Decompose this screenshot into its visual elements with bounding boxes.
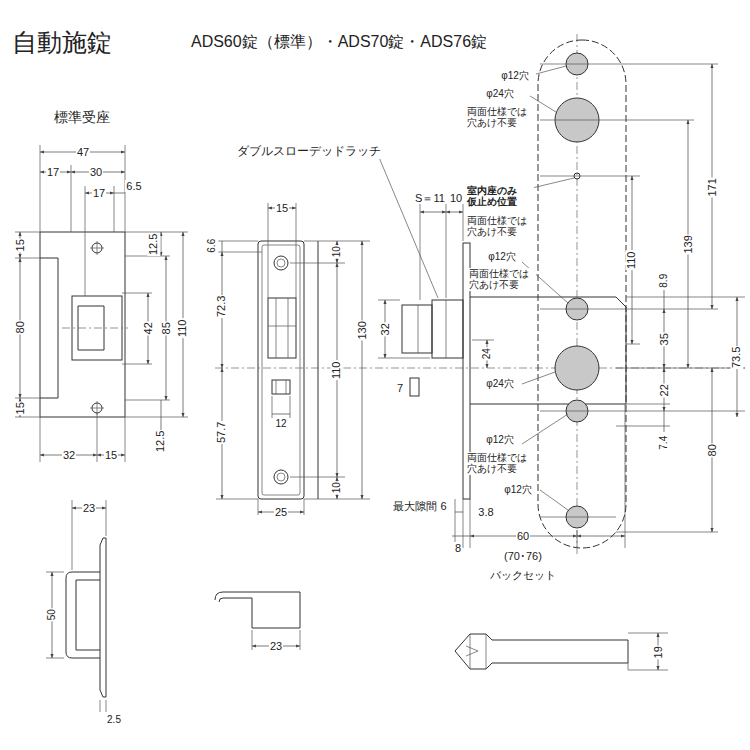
- dimension-value: 7.4: [658, 435, 670, 451]
- hole-note: φ12穴: [485, 434, 515, 446]
- dimension-value: 42: [142, 321, 155, 335]
- hole-note: φ24穴: [485, 88, 515, 100]
- dimension-value: 80: [706, 443, 719, 457]
- hole-note: 両面仕様では 穴あけ不要: [468, 268, 536, 291]
- model-subtitle: ADS60錠（標準）・ADS70錠・ADS76錠: [190, 33, 488, 51]
- dimension-value: 17: [46, 166, 60, 179]
- dimension-value: 73.5: [731, 345, 744, 368]
- dimension-value: 35: [658, 332, 671, 346]
- dimension-value: 8.9: [658, 273, 670, 289]
- dimension-value: 10: [449, 192, 463, 205]
- dimension-value: 57.7: [216, 420, 229, 443]
- dimension-value: 110: [177, 318, 190, 338]
- dimension-value: 110: [331, 360, 344, 380]
- dimension-value: 10: [331, 245, 343, 258]
- dimension-value: 23: [82, 502, 96, 515]
- dimension-value: 25: [274, 506, 288, 519]
- dimension-value: 15: [14, 238, 27, 252]
- dimension-value: 8: [454, 542, 462, 555]
- cylinder-side: [455, 633, 668, 670]
- hole-note: φ12穴: [500, 70, 530, 82]
- dimension-value: 2.5: [106, 714, 122, 726]
- dimension-value: S＝11: [414, 192, 446, 205]
- dimension-value: 72.3: [216, 294, 229, 317]
- dimension-value: 32: [62, 449, 76, 462]
- dimension-value: 23: [269, 640, 283, 653]
- section-heading: 標準受座: [53, 109, 111, 125]
- hole-note: 両面仕様では 穴あけ不要: [466, 215, 534, 238]
- dimension-value: 15: [14, 401, 27, 415]
- dimension-value: 130: [356, 320, 369, 340]
- hole-note: φ24穴: [485, 378, 515, 390]
- dimension-value: 19: [652, 645, 665, 659]
- dimension-value: 17: [92, 187, 106, 200]
- dimension-value: 12.5: [155, 429, 168, 452]
- drawing-title: 自動施錠: [12, 26, 112, 59]
- dimension-value: 10: [331, 481, 343, 494]
- dimension-value: 80: [14, 320, 27, 334]
- dimension-value: 12: [274, 418, 287, 430]
- dimension-value: 15: [275, 202, 289, 215]
- dimension-value: 60: [516, 530, 530, 543]
- hole-note: φ12穴: [487, 251, 517, 263]
- lock-side: [378, 155, 626, 548]
- dimension-value: 6.5: [125, 180, 142, 193]
- hole-note: 最大隙間 6: [392, 500, 447, 513]
- hole-note: 両面仕様では 穴あけ不要: [466, 106, 534, 129]
- dimension-value: 15: [104, 449, 118, 462]
- dimension-value: 3.8: [477, 506, 494, 519]
- dimension-value: 30: [89, 166, 103, 179]
- dimension-value: 110: [626, 250, 639, 270]
- escutcheon-plate: [522, 34, 745, 556]
- hole-note: φ12穴: [503, 484, 533, 496]
- part-name: ダブルスローデッドラッチ: [236, 145, 382, 159]
- dimension-value: 24: [481, 347, 493, 360]
- dimension-value: 171: [706, 177, 719, 197]
- dimension-value: 22: [658, 383, 671, 397]
- dimension-value: 139: [682, 234, 695, 254]
- hole-note: 室内座のみ 仮止め位置: [466, 185, 534, 208]
- dimension-value: 32: [379, 322, 392, 336]
- strike-plate-side: [46, 500, 106, 712]
- strike-plate-front: [15, 145, 188, 462]
- dimension-value: 7: [396, 382, 404, 395]
- dimension-value: 12.5: [148, 232, 161, 255]
- dimension-value: 50: [46, 608, 58, 621]
- dimension-value: (70･76): [503, 550, 543, 563]
- faceplate-top: [215, 592, 300, 650]
- dimension-value: 47: [76, 146, 90, 159]
- faceplate-front: [215, 203, 745, 515]
- hole-note: バックセット: [489, 569, 557, 582]
- hole-note: 両面仕様では 穴あけ不要: [466, 452, 534, 475]
- dimension-value: 85: [160, 321, 173, 335]
- dimension-value: 6.6: [206, 238, 218, 254]
